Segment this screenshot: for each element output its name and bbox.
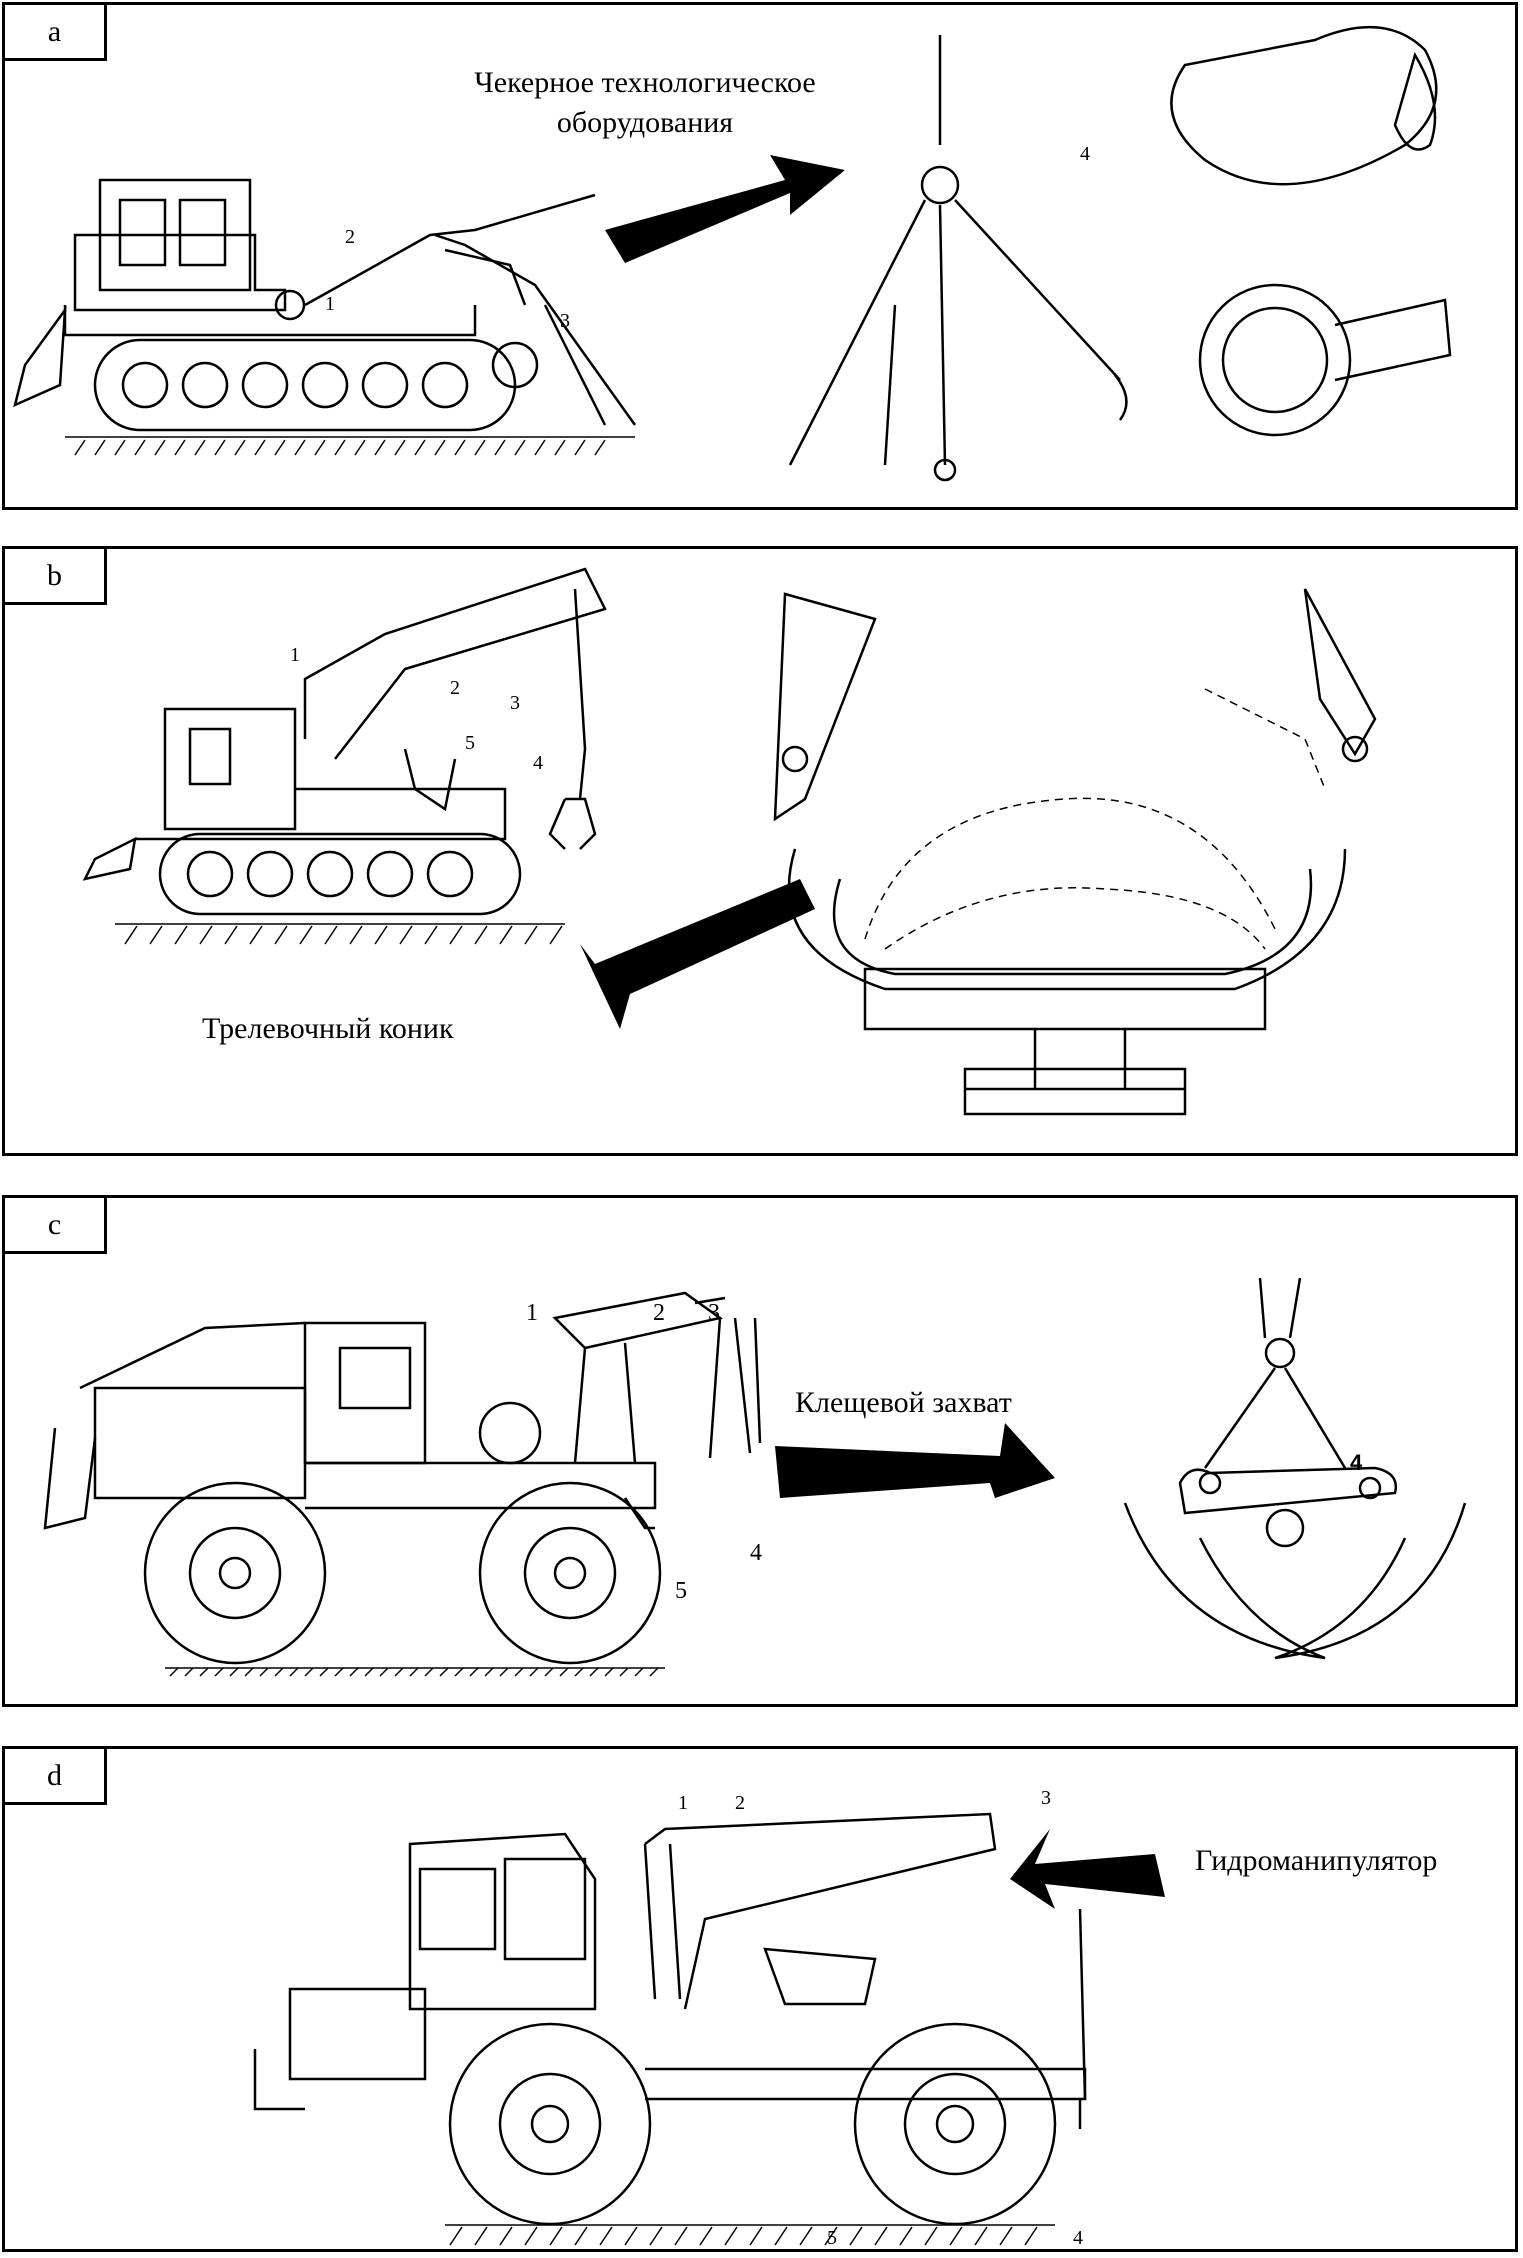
callout-a-3: 3 [560,310,570,332]
callout-a-4: 4 [1080,143,1090,165]
panel-a: 1 2 3 4 a Чекерное технологическое обору… [2,2,1518,510]
panel-label-a: a [5,5,107,61]
arrow-right-icon [605,155,845,263]
panel-b-drawing: 1 2 3 4 5 [82,567,1377,1116]
ground-hatch-b [115,923,565,945]
callout-d-2: 2 [735,1792,745,1814]
panel-label-d: d [5,1749,107,1805]
crawler-tractor-a [13,178,637,432]
callout-c-1: 1 [526,1300,538,1326]
panel-c-caption: Клещевой захват [795,1386,1012,1419]
callout-c-detail-4: 4 [1350,1450,1363,1475]
callout-c-4: 4 [750,1540,762,1566]
panel-b-caption: Трелевочный коник [202,1012,454,1045]
caption-a-line1: Чекерное технологическое [474,66,816,99]
callout-c-2: 2 [653,1300,665,1326]
callout-d-3: 3 [1041,1787,1051,1809]
panel-c: 1 2 3 4 5 4 c Клещевой захват [2,1195,1518,1707]
callout-c-5: 5 [675,1578,687,1604]
ground-hatch-c [165,1667,665,1677]
tong-grapple [1123,1277,1467,1660]
panel-d-caption: Гидроманипулятор [1195,1844,1438,1877]
arrow-right-icon [775,1423,1055,1498]
bunk-load-dashed [864,688,1326,950]
panel-d: 1 2 3 4 5 d Гидроманипулятор [2,1746,1518,2252]
forwarder-tractor-d [253,1812,1087,2226]
panel-a-drawing: 1 2 3 4 [13,25,1452,482]
panel-b: 1 2 3 4 5 b Трелевочный коник [2,546,1518,1156]
callout-d-4: 4 [1073,2227,1083,2249]
caption-a-line2: оборудования [556,106,734,139]
panel-a-caption: Чекерное технологическое оборудования [435,63,855,143]
choker-set [788,25,1452,482]
callout-d-5: 5 [827,2227,837,2249]
callout-b-1: 1 [290,644,300,666]
callout-d-1: 1 [678,1792,688,1814]
callout-b-5: 5 [465,732,475,754]
callout-b-4: 4 [533,752,543,774]
callout-a-1: 1 [325,293,335,315]
wheeled-tractor-c [43,1291,762,1665]
panel-d-drawing: 1 2 3 4 5 [253,1787,1165,2249]
panel-label-b: b [5,549,107,605]
callout-b-2: 2 [450,677,460,699]
callout-b-3: 3 [510,692,520,714]
ground-hatch-a [65,436,635,456]
ground-hatch-d [445,2224,1055,2246]
panel-label-c: c [5,1198,107,1254]
callout-a-2: 2 [345,226,355,248]
panel-c-drawing: 1 2 3 4 5 4 [43,1277,1467,1677]
skidding-bunk [773,588,1377,1116]
arrow-left-icon [1010,1829,1165,1909]
crawler-tractor-b [82,567,607,916]
callout-c-3: 3 [708,1300,720,1326]
arrow-up-right-icon [580,879,815,1029]
